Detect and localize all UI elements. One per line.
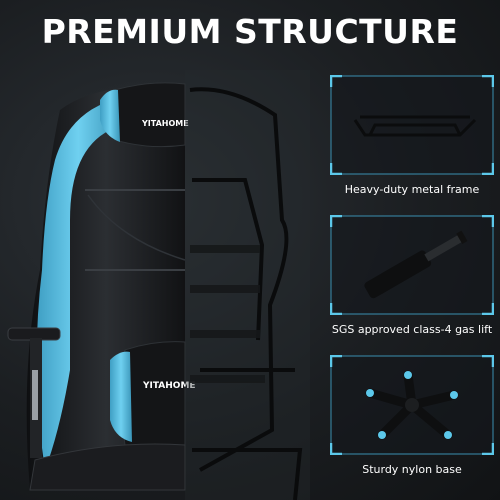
- chair-illustration: YITAHOME YITAHOME: [0, 70, 310, 500]
- brand-logo-mid: YITAHOME: [142, 381, 196, 391]
- feature-image-frame: [330, 355, 494, 455]
- page-title: PREMIUM STRUCTURE: [41, 12, 459, 51]
- feature-image-frame: [330, 75, 494, 175]
- feature-caption: SGS approved class-4 gas lift: [331, 323, 493, 336]
- feature-image-frame: [330, 215, 494, 315]
- feature-nylon-base: Sturdy nylon base: [330, 355, 494, 476]
- brand-logo-top: YITAHOME: [141, 119, 189, 128]
- feature-caption: Sturdy nylon base: [362, 463, 462, 476]
- feature-caption: Heavy-duty metal frame: [344, 183, 480, 196]
- gas-lift-icon: [330, 215, 494, 315]
- chair-half-leather-half-frame-image: YITAHOME YITAHOME: [7, 70, 310, 500]
- feature-metal-frame: Heavy-duty metal frame: [330, 75, 494, 196]
- metal-frame-icon: [330, 75, 494, 175]
- feature-gas-lift: SGS approved class-4 gas lift: [330, 215, 494, 336]
- nylon-base-icon: [330, 355, 494, 455]
